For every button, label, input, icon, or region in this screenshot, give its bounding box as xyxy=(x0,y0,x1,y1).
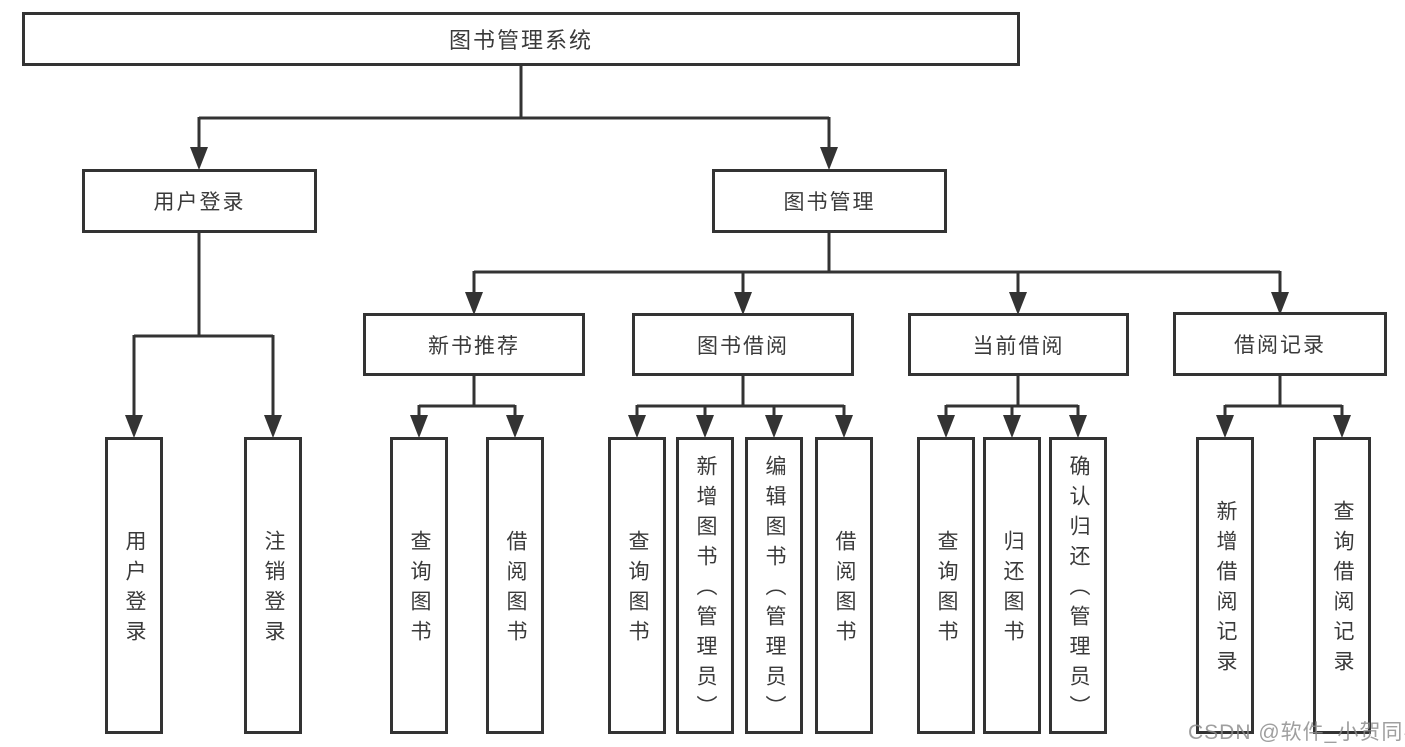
arrow-down-icon xyxy=(465,292,483,315)
connector-bookmgmt-to-level3 xyxy=(472,231,1282,294)
node-label: 查询图书 xyxy=(408,530,431,650)
arrowheads xyxy=(125,147,1351,438)
arrow-down-icon xyxy=(506,415,524,438)
leaf-borrow-borrow-books: 借阅图书 xyxy=(815,437,873,734)
node-label: 图书管理 xyxy=(783,191,876,214)
connector-bookborrow-to-leaves xyxy=(635,374,846,417)
node-user-login: 用户登录 xyxy=(82,169,317,233)
leaf-borrow-edit-books-admin: 编辑图书（管理员） xyxy=(745,437,803,734)
node-label: 图书借阅 xyxy=(697,334,789,358)
arrow-down-icon xyxy=(190,147,208,170)
leaf-logout: 注销登录 xyxy=(244,437,302,734)
connector-borrowrecord-to-leaves xyxy=(1223,374,1344,417)
leaf-user-login: 用户登录 xyxy=(105,437,163,734)
node-label: 借阅图书 xyxy=(833,530,856,650)
connector-root-to-level2 xyxy=(197,64,831,149)
leaf-current-confirm-return-admin: 确认归还（管理员） xyxy=(1049,437,1107,734)
connector-newbook-to-leaves xyxy=(417,374,517,417)
arrow-down-icon xyxy=(937,415,955,438)
arrow-down-icon xyxy=(1271,292,1289,315)
node-label: 图书管理系统 xyxy=(448,28,593,53)
node-label: 归还图书 xyxy=(1001,530,1024,650)
node-current-borrow: 当前借阅 xyxy=(908,313,1129,376)
node-root-system: 图书管理系统 xyxy=(22,12,1020,66)
node-label: 新增图书（管理员） xyxy=(694,455,717,725)
arrow-down-icon xyxy=(125,415,143,438)
arrow-down-icon xyxy=(1009,292,1027,315)
node-new-book-recommend: 新书推荐 xyxy=(363,313,585,376)
arrow-down-icon xyxy=(410,415,428,438)
node-label: 新增借阅记录 xyxy=(1214,500,1237,680)
arrow-down-icon xyxy=(264,415,282,438)
node-label: 查询借阅记录 xyxy=(1331,500,1354,680)
leaf-newbook-borrow-books: 借阅图书 xyxy=(486,437,544,734)
arrow-down-icon xyxy=(820,147,838,170)
arrow-down-icon xyxy=(628,415,646,438)
node-label: 查询图书 xyxy=(626,530,649,650)
node-label: 用户登录 xyxy=(123,530,146,650)
leaf-record-query-borrow-record: 查询借阅记录 xyxy=(1313,437,1371,734)
arrow-down-icon xyxy=(835,415,853,438)
node-label: 编辑图书（管理员） xyxy=(763,455,786,725)
node-borrow-record: 借阅记录 xyxy=(1173,312,1387,376)
leaf-record-add-borrow-record: 新增借阅记录 xyxy=(1196,437,1254,734)
leaf-borrow-add-books-admin: 新增图书（管理员） xyxy=(676,437,734,734)
arrow-down-icon xyxy=(1216,415,1234,438)
leaf-current-query-books: 查询图书 xyxy=(917,437,975,734)
node-label: 确认归还（管理员） xyxy=(1067,455,1090,725)
node-label: 注销登录 xyxy=(262,530,285,650)
node-label: 借阅记录 xyxy=(1234,334,1326,357)
arrow-down-icon xyxy=(1333,415,1351,438)
node-label: 当前借阅 xyxy=(972,334,1065,358)
node-label: 新书推荐 xyxy=(428,334,520,358)
node-label: 用户登录 xyxy=(153,191,246,214)
connector-userlogin-to-leaves xyxy=(132,231,275,417)
leaf-current-return-books: 归还图书 xyxy=(983,437,1041,734)
arrow-down-icon xyxy=(696,415,714,438)
leaf-borrow-query-books: 查询图书 xyxy=(608,437,666,734)
arrow-down-icon xyxy=(765,415,783,438)
arrow-down-icon xyxy=(1003,415,1021,438)
node-book-borrow: 图书借阅 xyxy=(632,313,854,376)
connector-currentborrow-to-leaves xyxy=(944,374,1080,417)
node-label: 借阅图书 xyxy=(504,530,527,650)
arrow-down-icon xyxy=(1069,415,1087,438)
arrow-down-icon xyxy=(734,292,752,315)
node-book-management: 图书管理 xyxy=(712,169,947,233)
node-label: 查询图书 xyxy=(935,530,958,650)
leaf-newbook-query-books: 查询图书 xyxy=(390,437,448,734)
csdn-watermark: CSDN @软件_小贺同学 xyxy=(1188,721,1405,744)
